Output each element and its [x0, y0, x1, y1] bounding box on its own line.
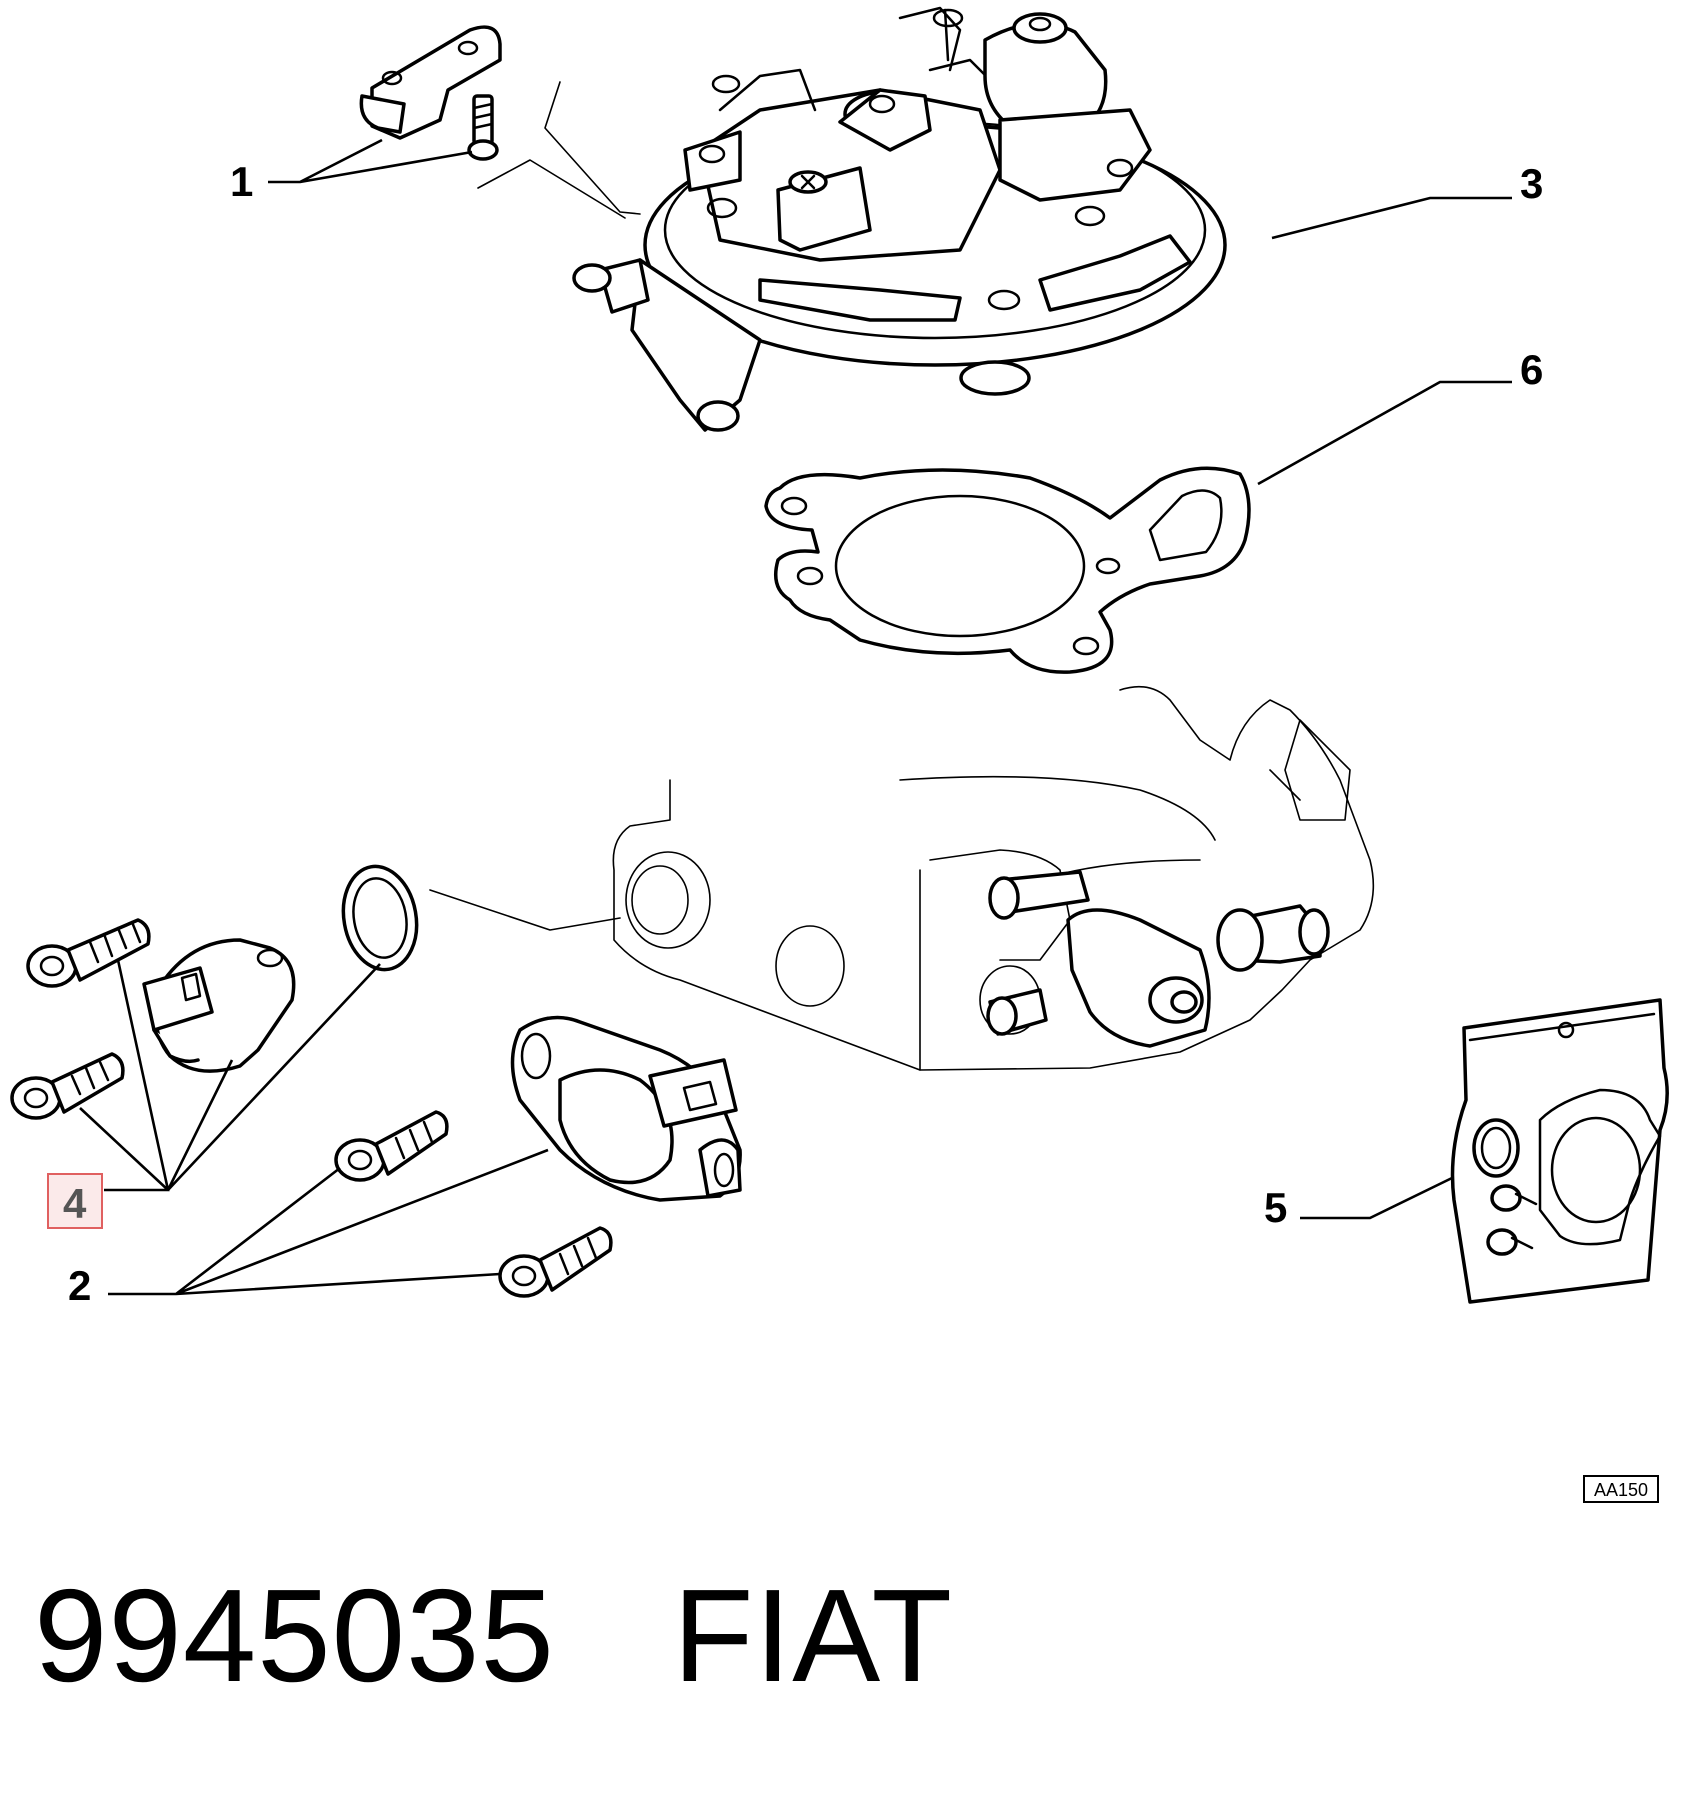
callout-3: 3	[1520, 160, 1543, 207]
callout-2: 2	[68, 1262, 91, 1309]
part-1-clamp-and-screw	[359, 25, 641, 219]
callout-4-highlight-box	[47, 1173, 103, 1229]
part-6-gasket	[764, 466, 1251, 674]
part-4-screws	[10, 918, 151, 1120]
callout-6-label: 6	[1520, 346, 1543, 393]
callout-5: 5	[1264, 1184, 1287, 1231]
callout-5-label: 5	[1264, 1184, 1287, 1231]
lower-throttle-body-outline	[429, 685, 1375, 1071]
o-ring-seal	[341, 864, 419, 972]
callout-6: 6	[1520, 346, 1543, 393]
callout-1: 1	[230, 158, 253, 205]
callout-2-label: 2	[68, 1262, 91, 1309]
reference-code-box: AA150	[1583, 1475, 1659, 1503]
part-3-upper-housing	[572, 6, 1227, 432]
leader-lines	[79, 138, 1512, 1296]
callout-4-label: 4	[63, 1180, 87, 1227]
callout-4-highlighted[interactable]: 4	[47, 1173, 103, 1229]
callout-3-label: 3	[1520, 160, 1543, 207]
part-5-gasket-kit	[1450, 998, 1669, 1304]
reference-code: AA150	[1594, 1480, 1648, 1500]
brand-name: FIAT	[672, 1562, 954, 1709]
part-4-sensor-body	[142, 938, 296, 1073]
part-number: 9945035	[34, 1562, 555, 1709]
callout-1-label: 1	[230, 158, 253, 205]
part-2-position-sensor	[334, 1015, 742, 1298]
